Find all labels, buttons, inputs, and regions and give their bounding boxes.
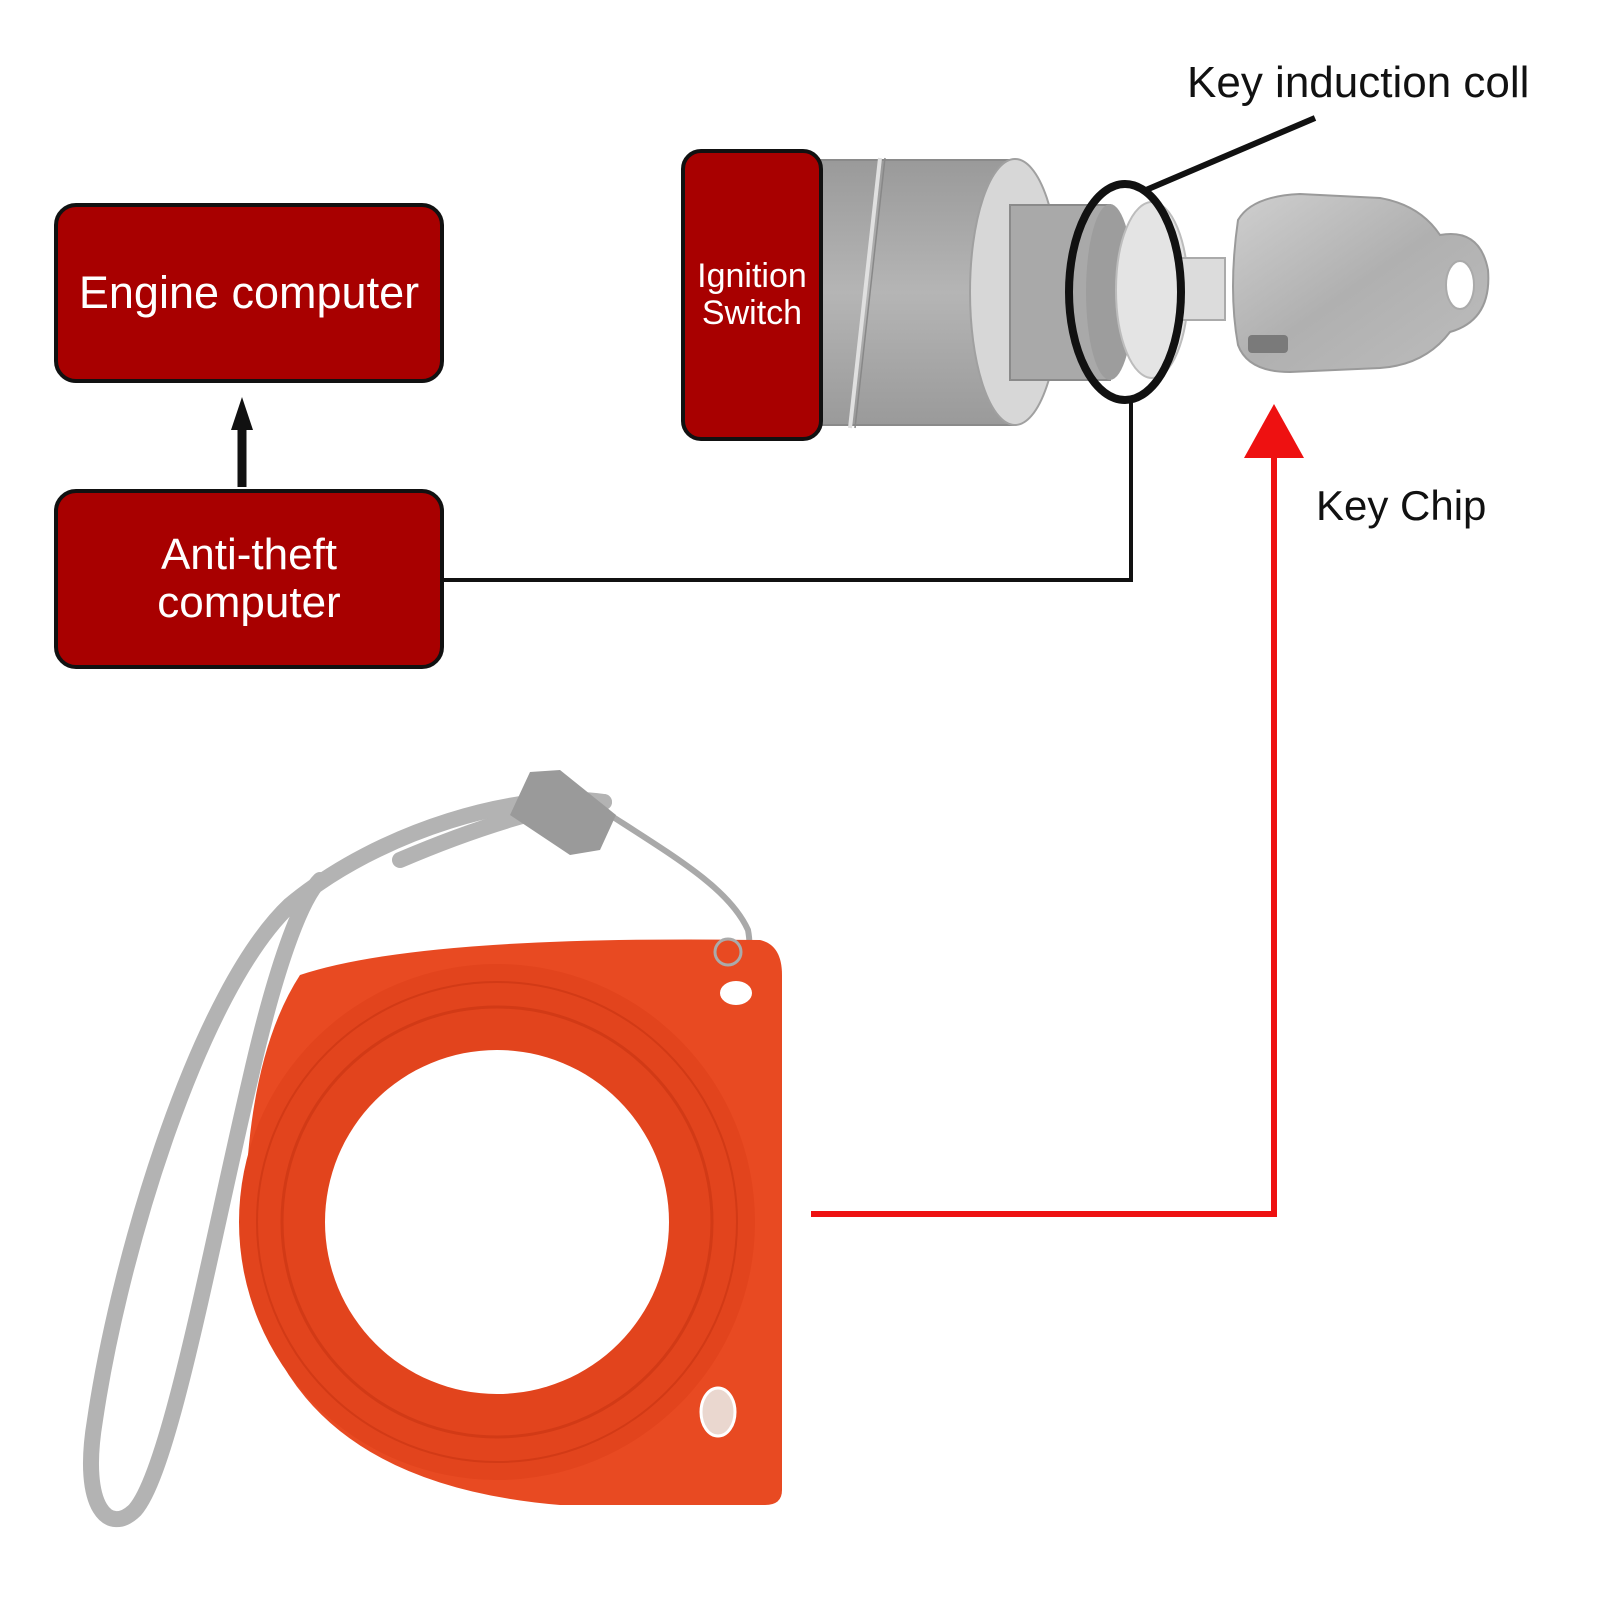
engine-computer-label: Engine computer [78, 266, 420, 318]
antenna-split-ring [713, 937, 743, 967]
anti-theft-label-line1: Anti-theft [160, 530, 338, 580]
key-ring-hole [1445, 260, 1475, 310]
anti-theft-label-line2: computer [157, 578, 341, 627]
induction-coil-ring-icon [1065, 180, 1185, 404]
rfid-antenna-ring-with-lanyard [83, 770, 782, 1528]
key-blade [1179, 257, 1226, 321]
lanyard-clip [510, 770, 616, 855]
ignition-label-line2: Switch [701, 294, 803, 332]
transponder-key-icon [1232, 192, 1490, 374]
key-head [1232, 192, 1490, 374]
engine-computer-box: Engine computer [54, 203, 444, 383]
coil-wire [444, 397, 1133, 582]
ignition-switch-label: Ignition Switch [697, 258, 807, 331]
ignition-label-line1: Ignition [697, 257, 807, 296]
arrow-up-icon [231, 397, 253, 487]
anti-theft-computer-box: Anti-theft computer [54, 489, 444, 669]
antenna-mount-hole [720, 981, 752, 1005]
key-induction-coil-label: Key induction coll [1187, 58, 1530, 107]
red-signal-arrow [811, 404, 1304, 1217]
antenna-center-hole [325, 1050, 669, 1394]
signal-arrow-path [811, 445, 1277, 1217]
anti-theft-computer-label: Anti-theft computer [157, 531, 340, 626]
antenna-coil-ring-inner [280, 1005, 714, 1439]
signal-arrow-head [1244, 404, 1304, 458]
ignition-switch-box: Ignition Switch [681, 149, 823, 441]
antenna-coil-ring-outer [256, 981, 738, 1463]
ignition-cylinder-illustration [814, 157, 1226, 429]
key-chip [1248, 335, 1288, 353]
cylinder-seam [848, 157, 882, 429]
arrow-up-head [231, 397, 253, 430]
lanyard-strap [83, 791, 612, 1528]
antenna-led [699, 1386, 737, 1438]
key-chip-label: Key Chip [1316, 482, 1487, 529]
cylinder-seam-shadow [854, 157, 886, 429]
